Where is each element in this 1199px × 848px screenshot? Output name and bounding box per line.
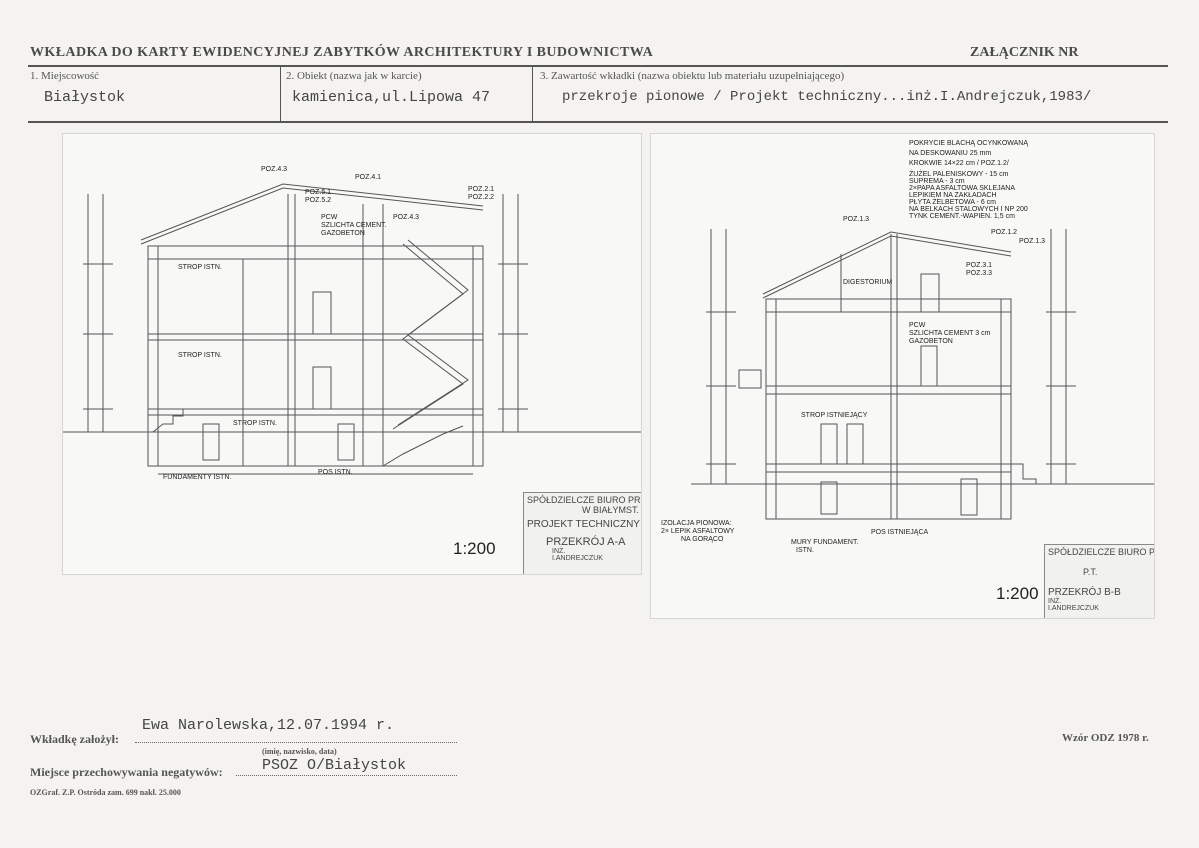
a-stamp-title: PRZEKRÓJ A-A <box>546 536 626 548</box>
a-label-gazobeton: GAZOBETON <box>321 230 365 237</box>
b-label-poz-3-1: POZ.3.1 <box>966 262 993 269</box>
b-stamp-title: PRZEKRÓJ B-B <box>1048 587 1121 598</box>
storage-value: PSOZ O/Białystok <box>262 757 407 774</box>
b-note-2: KROKWIE 14×22 cm / POZ.1.2/ <box>909 160 1009 167</box>
storage-label: Miejsce przechowywania negatywów: <box>30 765 223 779</box>
object-value: kamienica,ul.Lipowa 47 <box>292 89 491 106</box>
a-label-strop-3: STROP ISTN. <box>233 420 277 427</box>
a-scale: 1:200 <box>453 539 496 558</box>
document-title: WKŁADKA DO KARTY EWIDENCYJNEJ ZABYTKÓW A… <box>30 45 654 60</box>
b-title-stamp: SPÓŁDZIELCZE BIURO PROJ. P.T. PRZEKRÓJ B… <box>1044 544 1155 618</box>
created-by-hint: (imię, nazwisko, data) <box>262 747 337 756</box>
b-note-7: PŁYTA ŻELBETOWA - 6 cm <box>909 199 997 206</box>
section-drawing-a: STROP ISTN. STROP ISTN. STROP ISTN. FUND… <box>62 133 642 575</box>
header-rule <box>28 65 1168 67</box>
b-label-szlichta: SZLICHTA CEMENT 3 cm <box>909 330 991 337</box>
b-label-strop: STROP ISTNIEJĄCY <box>801 412 868 419</box>
b-label-pcw: PCW <box>909 322 926 329</box>
created-by-label: Wkładkę założył: <box>30 732 119 746</box>
object-label: 2. Obiekt (nazwa jak w karcie) <box>286 70 422 82</box>
b-label-mury: MURY FUNDAMENT. <box>791 539 859 546</box>
a-label-poz-4-3: POZ.4.3 <box>261 166 288 173</box>
b-label-mury-2: ISTN. <box>796 547 814 554</box>
b-label-izolacja-2: 2× LEPIK ASFALTOWY <box>661 528 735 535</box>
created-by-line <box>135 742 457 743</box>
b-note-6: LEPIKIEM NA ZAKŁADACH <box>909 192 997 199</box>
content-label: 3. Zawartość wkładki (nazwa obiektu lub … <box>540 70 845 82</box>
created-by-value: Ewa Narolewska,12.07.1994 r. <box>142 717 395 734</box>
b-note-8: NA BELKACH STALOWYCH I NP 200 <box>909 206 1028 213</box>
a-stamp-city: W BIAŁYMST. <box>581 505 639 515</box>
a-label-fundamenty: FUNDAMENTY ISTN. <box>163 474 232 481</box>
a-label-poz-5-1: POZ.5.1 <box>305 189 332 196</box>
b-label-pos: POS ISTNIEJĄCA <box>871 529 929 536</box>
fields-bottom-rule <box>28 121 1168 123</box>
a-label-pcw: PCW <box>321 214 338 221</box>
a-label-strop-2: STROP ISTN. <box>178 352 222 359</box>
a-stamp-type: PROJEKT TECHNICZNY <box>527 519 640 530</box>
b-scale: 1:200 <box>996 584 1039 603</box>
b-stamp-firm: SPÓŁDZIELCZE BIURO PROJ. <box>1048 547 1155 557</box>
b-note-9: TYNK CEMENT.-WAPIEN. 1,5 cm <box>909 213 1015 220</box>
b-note-0: POKRYCIE BLACHĄ OCYNKOWANĄ <box>909 140 1029 147</box>
b-stamp-pt: P.T. <box>1083 567 1098 577</box>
b-note-3: ŻUŻEL PALENISKOWY - 15 cm <box>909 171 1009 178</box>
storage-line <box>236 775 457 776</box>
section-drawing-b: POKRYCIE BLACHĄ OCYNKOWANĄ NA DESKOWANIU… <box>650 133 1155 619</box>
a-label-pos: POS ISTN. <box>318 469 353 476</box>
b-label-poz-3-3: POZ.3.3 <box>966 270 993 277</box>
b-label-gazobeton: GAZOBETON <box>909 338 953 345</box>
a-label-poz-2-1: POZ.2.1 <box>468 186 495 193</box>
b-label-izolacja-1: IZOLACJA PIONOWA: <box>661 520 732 527</box>
a-label-szlichta: SZLICHTA CEMENT. <box>321 222 387 229</box>
a-label-strop-1: STROP ISTN. <box>178 264 222 271</box>
b-label-digestorium: DIGESTORIUM <box>843 279 893 286</box>
a-label-poz-4-1: POZ.4.1 <box>355 174 382 181</box>
b-label-poz-1-3b: POZ.1.3 <box>1019 238 1046 245</box>
a-label-poz-2-2: POZ.2.2 <box>468 194 495 201</box>
field-divider-1 <box>280 67 281 122</box>
locality-value: Białystok <box>44 89 126 106</box>
b-note-5: 2×PAPA ASFALTOWA SKLEJANA <box>909 185 1016 192</box>
a-label-poz-5-2: POZ.5.2 <box>305 197 332 204</box>
a-stamp-eng: INŻ. <box>552 548 566 555</box>
b-label-poz-1-2: POZ.1.2 <box>991 229 1018 236</box>
a-label-poz-4-3b: POZ.4.3 <box>393 214 420 221</box>
b-stamp-eng: INŻ. <box>1048 598 1062 605</box>
b-label-izolacja-3: NA GORĄCO <box>681 536 724 543</box>
form-code: Wzór ODZ 1978 r. <box>1062 732 1149 744</box>
section-a-lines <box>63 183 641 475</box>
a-stamp-name: I.ANDREJCZUK <box>552 555 603 562</box>
field-divider-2 <box>532 67 533 122</box>
b-note-1: NA DESKOWANIU 25 mm <box>909 150 992 157</box>
b-roof-notes: POKRYCIE BLACHĄ OCYNKOWANĄ NA DESKOWANIU… <box>909 140 1028 220</box>
section-b-lines <box>691 229 1154 520</box>
b-label-poz-1-3a: POZ.1.3 <box>843 216 870 223</box>
print-info: OZGraf. Z.P. Ostróda zam. 699 nakł. 25.0… <box>30 788 181 797</box>
locality-label: 1. Miejscowość <box>30 70 100 82</box>
a-stamp-firm: SPÓŁDZIELCZE BIURO PROJ. <box>527 495 642 505</box>
b-stamp-name: I.ANDREJCZUK <box>1048 605 1099 612</box>
attachment-number: ZAŁĄCZNIK NR <box>970 45 1079 60</box>
a-title-stamp: SPÓŁDZIELCZE BIURO PROJ. W BIAŁYMST. PRO… <box>523 492 642 574</box>
content-value: przekroje pionowe / Projekt techniczny..… <box>562 89 1092 105</box>
b-note-4: SUPREMA - 3 cm <box>909 178 965 185</box>
